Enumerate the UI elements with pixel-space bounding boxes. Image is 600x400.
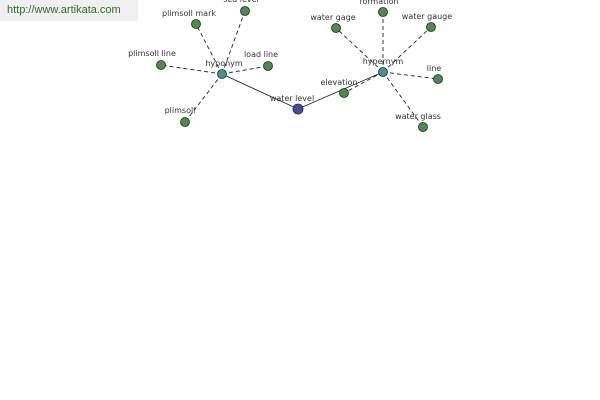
- node-label: sea level: [223, 0, 259, 4]
- source-url-banner[interactable]: http://www.artikata.com: [0, 0, 138, 21]
- node-dot[interactable]: [331, 23, 341, 33]
- leaf-node-line[interactable]: line: [427, 64, 443, 84]
- node-label: line: [427, 64, 442, 73]
- edge-hyponym-plimsoll-line: [160, 64, 223, 75]
- node-dot[interactable]: [240, 6, 250, 16]
- leaf-node-sea-level[interactable]: sea level: [223, 0, 259, 16]
- leaf-node-elevation[interactable]: elevation: [320, 78, 358, 98]
- node-label: water gauge: [402, 12, 452, 21]
- center-node-water-level[interactable]: water level: [270, 94, 314, 115]
- edge-hyponym-plimsoll-mark: [195, 23, 223, 75]
- leaf-node-water-glass[interactable]: water glass: [395, 112, 441, 132]
- node-label: plimsoll: [165, 106, 196, 115]
- edge-hyponym-plimsoll: [184, 73, 223, 123]
- node-dot[interactable]: [263, 61, 273, 71]
- edge-hypernym-line: [382, 71, 439, 80]
- edge-hypernym-water-glass: [382, 71, 424, 128]
- leaf-node-plimsoll-line[interactable]: plimsoll line: [128, 49, 176, 70]
- edge-hypernym-elevation: [343, 71, 384, 94]
- leaf-node-plimsoll-mark[interactable]: plimsoll mark: [162, 9, 216, 29]
- nodes-layer: sea level plimsoll mark plimsoll line load …: [128, 0, 452, 132]
- node-dot[interactable]: [217, 69, 227, 79]
- node-label: water glass: [395, 112, 441, 121]
- leaf-node-load-line[interactable]: load line: [244, 50, 278, 71]
- node-label: load line: [244, 50, 278, 59]
- node-dot[interactable]: [292, 103, 304, 115]
- node-dot[interactable]: [156, 60, 166, 70]
- node-dot[interactable]: [339, 88, 349, 98]
- hub-node-hyponym[interactable]: hyponym: [205, 59, 243, 79]
- node-dot[interactable]: [378, 67, 388, 77]
- node-dot[interactable]: [426, 22, 436, 32]
- node-label: formation: [360, 0, 399, 6]
- node-dot[interactable]: [191, 19, 201, 29]
- node-label: plimsoll line: [128, 49, 176, 58]
- leaf-node-water-gage[interactable]: water gage: [310, 13, 356, 33]
- node-dot[interactable]: [378, 7, 388, 17]
- node-dot[interactable]: [433, 74, 443, 84]
- node-label: elevation: [320, 78, 357, 87]
- node-label: hyponym: [205, 59, 243, 68]
- leaf-node-plimsoll[interactable]: plimsoll: [165, 106, 196, 127]
- node-label: water level: [270, 94, 314, 103]
- node-dot[interactable]: [418, 122, 428, 132]
- hub-node-hypernym[interactable]: hypernym: [363, 57, 404, 77]
- edge-hyponym-load-line: [221, 65, 269, 75]
- node-label: hypernym: [363, 57, 404, 66]
- node-dot[interactable]: [180, 117, 190, 127]
- edge-hypernym-water-gauge: [382, 26, 432, 73]
- node-label: water gage: [310, 13, 355, 22]
- edges-layer: [160, 10, 439, 128]
- edge-center-hyponym: [221, 73, 299, 110]
- edge-hypernym-water-gage: [335, 27, 384, 73]
- leaf-node-water-gauge[interactable]: water gauge: [402, 12, 452, 32]
- node-label: plimsoll mark: [162, 9, 216, 18]
- leaf-node-formation[interactable]: formation: [360, 0, 399, 17]
